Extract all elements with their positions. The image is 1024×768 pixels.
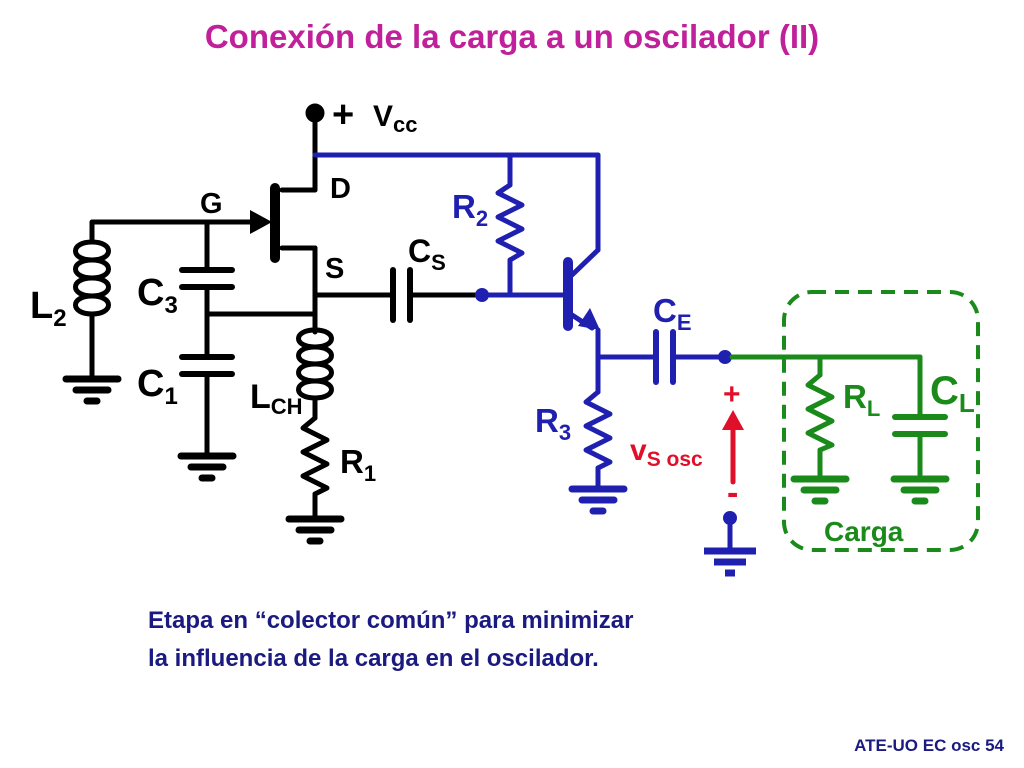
output-node — [718, 350, 732, 364]
r2-label-main: R — [452, 188, 476, 225]
carga-label: Carga — [824, 516, 904, 547]
footer-label: ATE-UO EC osc 54 — [854, 736, 1004, 755]
page-title: Conexión de la carga a un oscilador (II) — [204, 18, 820, 55]
rl-label-main: R — [843, 378, 867, 415]
drain-label: D — [330, 173, 351, 205]
ce-label-sub: E — [677, 310, 692, 335]
cs-label: CS — [408, 233, 446, 275]
l2-label: L2 — [30, 285, 67, 332]
l2-label-sub: 2 — [53, 305, 66, 332]
c1-label-main: C — [137, 363, 164, 405]
c1-label: C1 — [137, 363, 178, 410]
cl-label: CL — [930, 369, 975, 418]
ce-label: CE — [653, 292, 692, 335]
ce-label-main: C — [653, 292, 677, 329]
cl-label-main: C — [930, 369, 959, 413]
r1-label-sub: 1 — [364, 461, 376, 486]
vcc-label: Vcc — [373, 100, 418, 137]
voltage-arrow-head — [722, 410, 744, 430]
vcc-label-main: V — [373, 100, 393, 133]
rl-label: RL — [843, 378, 880, 421]
lch-label: LCH — [250, 378, 303, 419]
cs-label-sub: S — [431, 250, 446, 275]
vs-minus-label: - — [727, 474, 738, 512]
vs-plus-label: + — [723, 378, 741, 411]
vs-osc-label-main: v — [630, 434, 647, 467]
c3-label-sub: 3 — [164, 292, 177, 319]
r2-label: R2 — [452, 188, 488, 231]
lch-label-main: L — [250, 378, 271, 416]
load-section — [729, 354, 946, 501]
emitter-arrow — [578, 308, 600, 330]
r3-label: R3 — [535, 402, 571, 445]
ground-ref-node — [723, 511, 737, 525]
l2-coil — [73, 239, 111, 317]
vs-osc-label-sub: S osc — [647, 448, 703, 471]
l2-label-main: L — [30, 285, 53, 327]
r3-label-sub: 3 — [559, 420, 571, 445]
vs-osc-label: vS osc — [630, 434, 703, 471]
gate-arrow — [250, 210, 272, 234]
note-line-1: Etapa en “colector común” para minimizar — [148, 607, 634, 634]
rl-resistor — [805, 372, 835, 453]
r2-label-sub: 2 — [476, 206, 488, 231]
r1-resistor — [300, 415, 330, 497]
common-collector-stage — [312, 152, 728, 511]
r1-label-main: R — [340, 443, 364, 480]
load-dashed-box — [782, 290, 980, 552]
r1-label: R1 — [340, 443, 376, 486]
lch-label-sub: CH — [271, 394, 303, 419]
cs-label-main: C — [408, 233, 431, 269]
cl-label-sub: L — [959, 388, 975, 418]
explanatory-note: Etapa en “colector común” para minimizar… — [148, 602, 633, 678]
source-label: S — [325, 253, 344, 285]
c3-label-main: C — [137, 272, 164, 314]
note-line-2: la influencia de la carga en el oscilado… — [148, 645, 599, 672]
r3-resistor — [583, 389, 613, 471]
rl-label-sub: L — [867, 396, 880, 421]
oscillator-section — [66, 103, 485, 541]
r3-label-main: R — [535, 402, 559, 439]
gate-label: G — [200, 188, 223, 220]
c1-label-sub: 1 — [164, 383, 177, 410]
vcc-plus-label: + — [332, 94, 354, 136]
c3-label: C3 — [137, 272, 178, 319]
lch-coil — [296, 327, 334, 401]
r2-resistor — [495, 182, 525, 263]
vcc-label-sub: cc — [393, 112, 417, 137]
